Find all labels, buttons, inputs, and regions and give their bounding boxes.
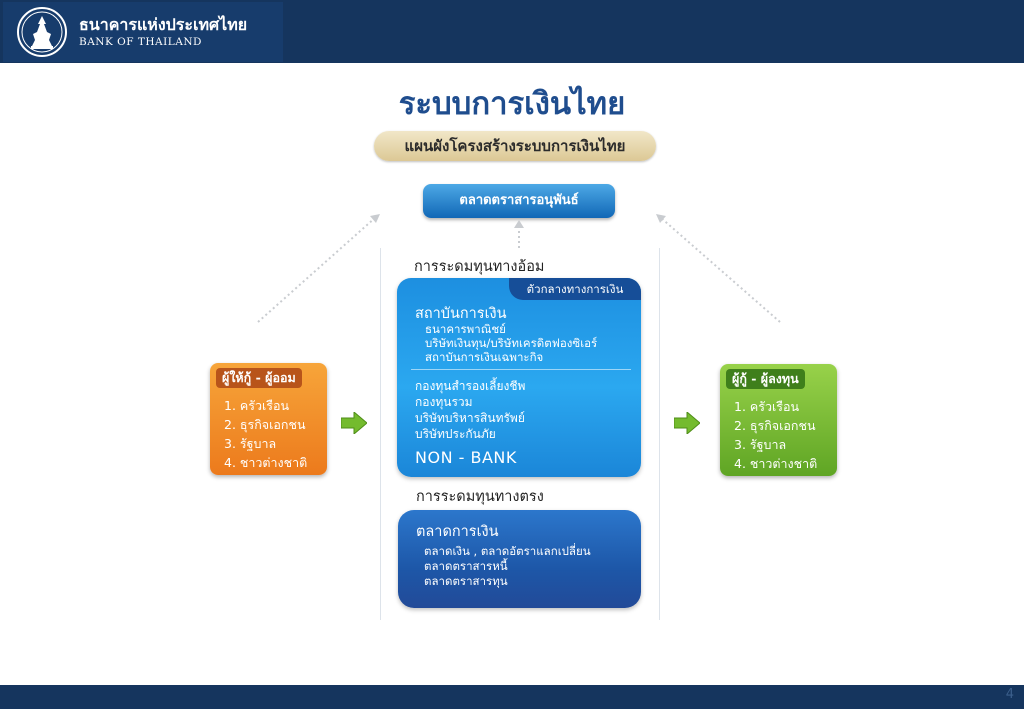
institutions-heading: สถาบันการเงิน xyxy=(415,306,507,322)
institution-item: ธนาคารพาณิชย์ xyxy=(425,322,506,336)
institution-item: บริษัทเงินทุน/บริษัทเครดิตฟองซิเอร์ xyxy=(425,336,598,350)
non-bank-item: กองทุนสำรองเลี้ยงชีพ xyxy=(415,379,526,393)
footer-bar: 4 xyxy=(0,685,1024,709)
connector-left-arrowhead xyxy=(370,214,380,223)
borrower-item: 2. ธุรกิจเอกชน xyxy=(734,418,816,433)
non-bank-label: NON - BANK xyxy=(415,448,517,467)
connector-right-arrowhead xyxy=(656,214,666,223)
indirect-funding-heading: การระดมทุนทางอ้อม xyxy=(414,259,545,275)
financial-market-box: ตลาดการเงิน ตลาดเงิน , ตลาดอัตราแลกเปลี่… xyxy=(398,510,641,608)
borrower-item: 4. ชาวต่างชาติ xyxy=(734,456,818,471)
non-bank-item: บริษัทบริหารสินทรัพย์ xyxy=(415,411,525,425)
org-name-english: BANK OF THAILAND xyxy=(79,36,202,48)
lenders-heading: ผู้ให้กู้ - ผู้ออม xyxy=(216,368,302,388)
page-number: 4 xyxy=(1005,687,1014,702)
derivatives-market-box: ตลาดตราสารอนุพันธ์ xyxy=(423,184,615,218)
lender-item: 2. ธุรกิจเอกชน xyxy=(224,417,306,432)
borrower-item: 3. รัฐบาล xyxy=(734,437,787,452)
diagram-banner: แผนผังโครงสร้างระบบการเงินไทย xyxy=(374,131,656,161)
market-item: ตลาดเงิน , ตลาดอัตราแลกเปลี่ยน xyxy=(424,544,591,558)
intermediary-tab: ตัวกลางทางการเงิน xyxy=(509,278,641,300)
financial-intermediary-box: ตัวกลางทางการเงิน สถาบันการเงิน ธนาคารพา… xyxy=(397,278,641,477)
connector-left-dotted xyxy=(257,216,377,323)
section-divider xyxy=(411,369,631,370)
green-arrow-icon xyxy=(674,412,700,434)
header-bar: ธนาคารแห่งประเทศไทย BANK OF THAILAND xyxy=(0,0,1024,63)
direct-funding-heading: การระดมทุนทางตรง xyxy=(416,489,544,505)
lender-item: 3. รัฐบาล xyxy=(224,436,277,451)
lender-item: 4. ชาวต่างชาติ xyxy=(224,455,308,470)
market-heading: ตลาดการเงิน xyxy=(416,524,499,540)
bank-seal-icon xyxy=(17,7,67,57)
market-item: ตลาดตราสารทุน xyxy=(424,574,508,588)
borrowers-box: ผู้กู้ - ผู้ลงทุน 1. ครัวเรือน 2. ธุรกิจ… xyxy=(720,364,837,476)
org-name-thai: ธนาคารแห่งประเทศไทย xyxy=(79,15,248,34)
non-bank-item: บริษัทประกันภัย xyxy=(415,427,496,441)
non-bank-item: กองทุนรวม xyxy=(415,395,473,409)
connector-right-dotted xyxy=(659,216,781,323)
market-item: ตลาดตราสารหนี้ xyxy=(424,559,508,573)
borrowers-heading: ผู้กู้ - ผู้ลงทุน xyxy=(726,369,805,389)
slide-title: ระบบการเงินไทย xyxy=(398,86,626,122)
institution-item: สถาบันการเงินเฉพาะกิจ xyxy=(425,350,544,364)
lender-item: 1. ครัวเรือน xyxy=(224,398,290,413)
borrower-item: 1. ครัวเรือน xyxy=(734,399,800,414)
bank-logo[interactable]: ธนาคารแห่งประเทศไทย BANK OF THAILAND xyxy=(3,2,283,62)
lenders-box: ผู้ให้กู้ - ผู้ออม 1. ครัวเรือน 2. ธุรกิ… xyxy=(210,363,327,475)
connector-center-arrowhead xyxy=(514,220,524,228)
green-arrow-icon xyxy=(341,412,367,434)
